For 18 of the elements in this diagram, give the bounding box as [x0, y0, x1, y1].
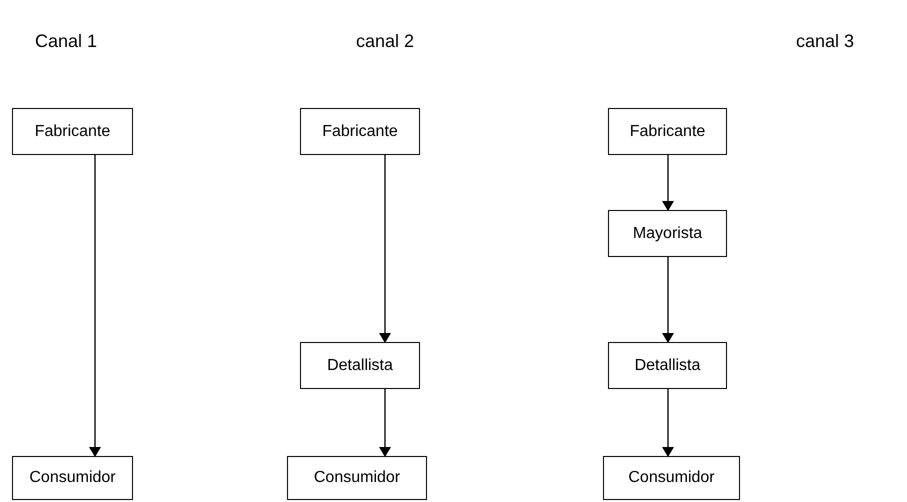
process-box: Consumidor: [12, 456, 133, 500]
column-heading: canal 2: [356, 30, 414, 53]
arrow: [662, 257, 674, 343]
process-box: Fabricante: [12, 108, 133, 155]
process-box: Consumidor: [287, 456, 427, 500]
arrow: [662, 155, 674, 211]
arrow: [89, 155, 101, 457]
process-box: Fabricante: [608, 108, 727, 155]
arrow: [662, 389, 674, 457]
process-box: Detallista: [300, 342, 420, 389]
process-box: Consumidor: [603, 456, 740, 500]
column-heading: canal 3: [796, 30, 854, 53]
column-heading: Canal 1: [35, 30, 98, 53]
process-box: Detallista: [608, 342, 727, 389]
arrow: [379, 389, 391, 457]
process-box: Mayorista: [608, 210, 727, 257]
arrow: [379, 155, 391, 343]
process-box: Fabricante: [300, 108, 420, 155]
